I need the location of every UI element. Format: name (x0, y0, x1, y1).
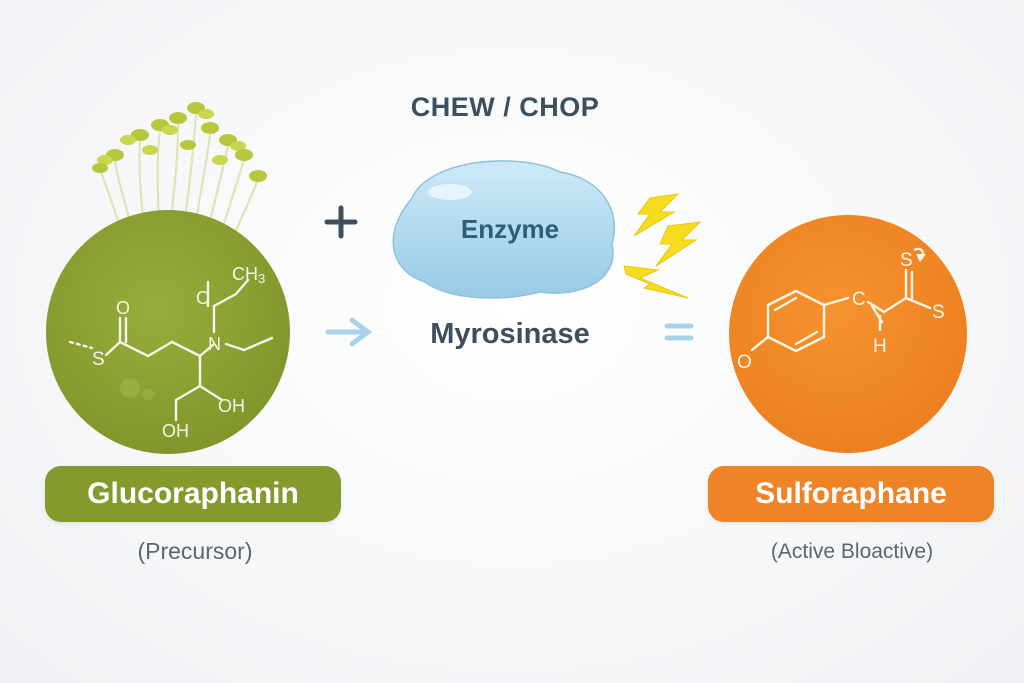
product-subtitle: (Active Bloactive) (770, 540, 934, 563)
sulforaphane-structure (750, 268, 932, 353)
atom-s: S (932, 302, 945, 323)
atom-c: C (852, 289, 866, 310)
plus-icon (324, 205, 358, 239)
product-name-badge: Sulforaphane (708, 466, 994, 522)
precursor-circle (46, 210, 290, 454)
atom-s: S (92, 349, 105, 370)
arrow-right-icon (325, 317, 373, 347)
product-circle (729, 215, 967, 453)
enzyme-name: Myrosinase (430, 318, 590, 350)
atom-n: N (208, 334, 221, 354)
atom-oh: OH (218, 396, 245, 416)
lightning-icon (623, 193, 702, 299)
atom-ch3: CH3 (232, 264, 265, 286)
atom-h: H (873, 336, 887, 357)
atom-oh: OH (162, 421, 189, 441)
enzyme-label: Enzyme (460, 214, 560, 244)
precursor-name-badge: Glucoraphanin (45, 466, 341, 522)
step-title: CHEW / CHOP (410, 92, 600, 122)
atom-o: O (737, 352, 752, 373)
sprouts-icon (92, 102, 267, 247)
glucoraphanin-structure (68, 278, 274, 422)
atom-s: S (900, 250, 913, 271)
atom-o: O (116, 298, 130, 318)
precursor-subtitle: (Precursor) (137, 538, 253, 564)
equals-icon (664, 323, 694, 341)
atom-o: O (196, 288, 210, 308)
